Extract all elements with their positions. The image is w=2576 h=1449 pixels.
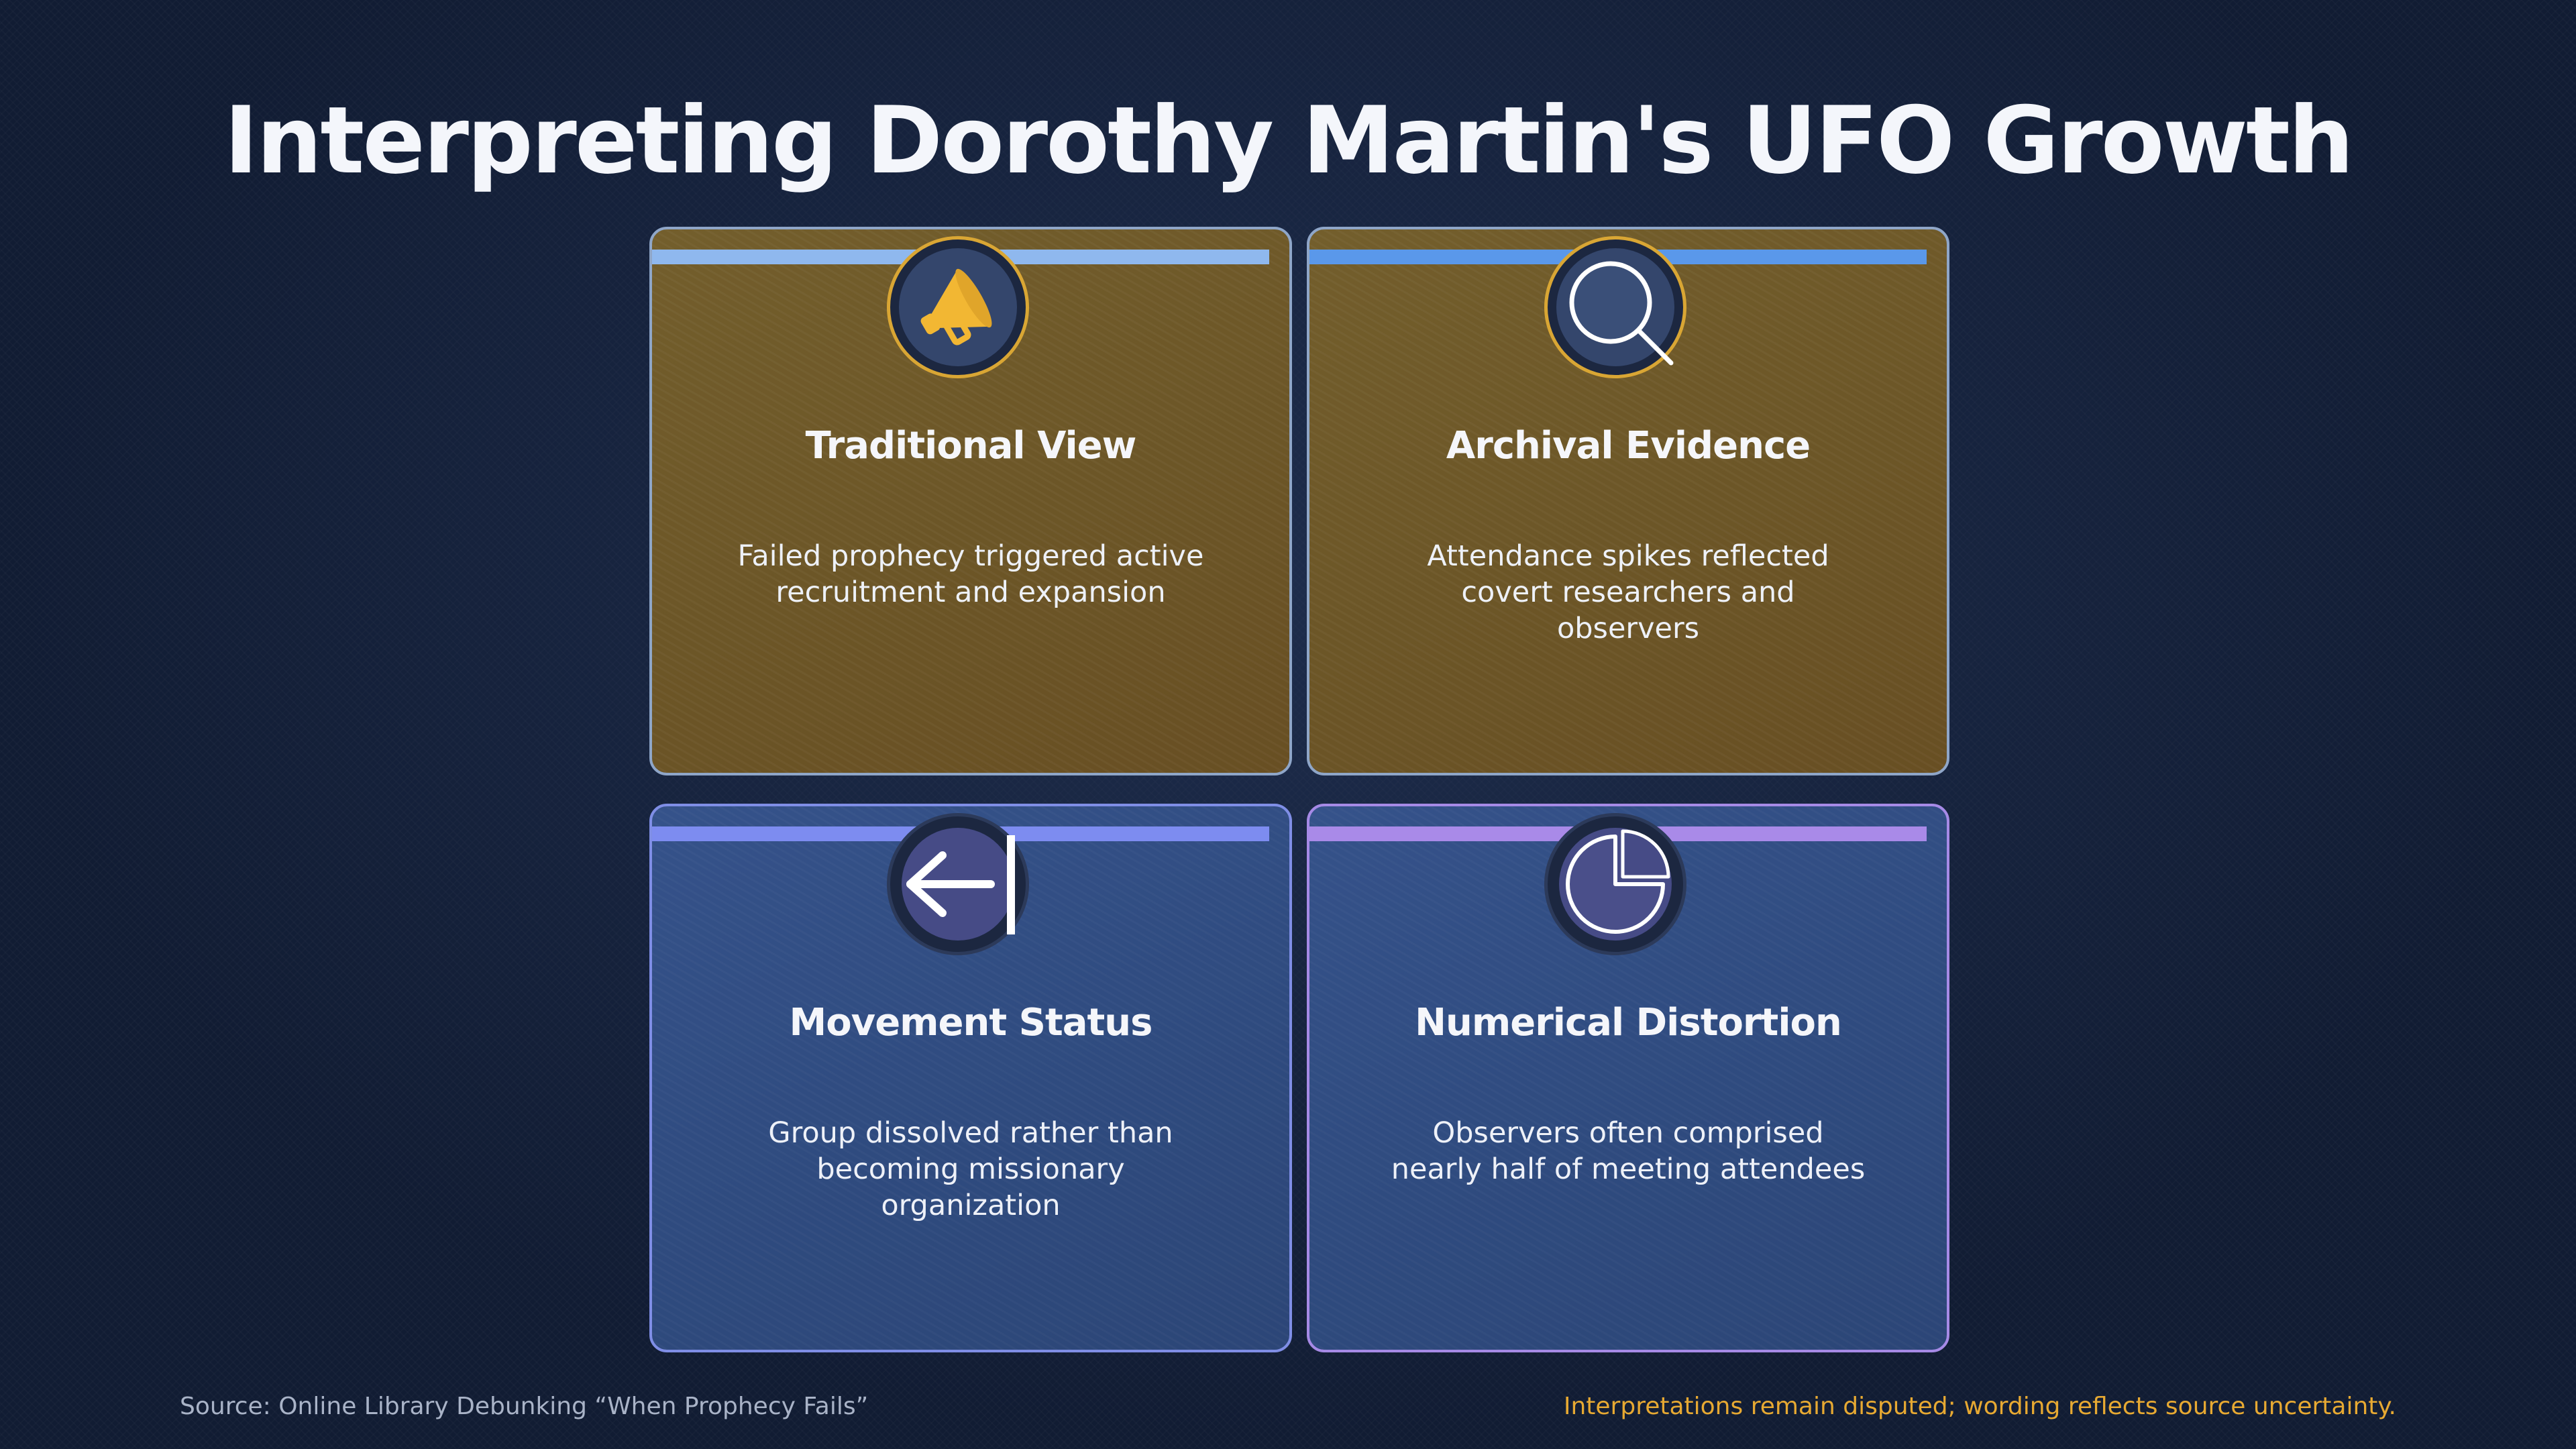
icon-badge	[887, 236, 1029, 378]
source-note: Source: Online Library Debunking “When P…	[180, 1393, 869, 1420]
card-title: Archival Evidence	[1446, 424, 1811, 468]
card-title: Traditional View	[805, 424, 1137, 468]
card-description: Group dissolved rather than becoming mis…	[768, 1116, 1173, 1222]
card-traditional-view: Traditional View Failed prophecy trigger…	[649, 227, 1292, 775]
icon-badge	[1544, 813, 1686, 955]
magnifier-icon	[1556, 248, 1674, 366]
megaphone-icon	[899, 248, 1017, 366]
card-title: Numerical Distortion	[1415, 1001, 1842, 1044]
card-description: Attendance spikes reflected covert resea…	[1427, 539, 1829, 645]
card-description: Observers often comprised nearly half of…	[1391, 1116, 1866, 1186]
arrow-left-to-line-icon	[902, 828, 1015, 941]
card-description: Failed prophecy triggered active recruit…	[737, 539, 1204, 609]
icon-badge	[1544, 236, 1686, 378]
card-archival-evidence: Archival Evidence Attendance spikes refl…	[1307, 227, 1949, 775]
page-title: Interpreting Dorothy Martin's UFO Growth	[223, 87, 2354, 195]
card-title: Movement Status	[789, 1001, 1152, 1044]
card-movement-status: Movement Status Group dissolved rather t…	[649, 804, 1292, 1352]
pie-chart-icon	[1559, 828, 1672, 941]
disclaimer-note: Interpretations remain disputed; wording…	[1563, 1393, 2396, 1420]
card-numerical-distortion: Numerical Distortion Observers often com…	[1307, 804, 1949, 1352]
icon-badge	[887, 813, 1029, 955]
